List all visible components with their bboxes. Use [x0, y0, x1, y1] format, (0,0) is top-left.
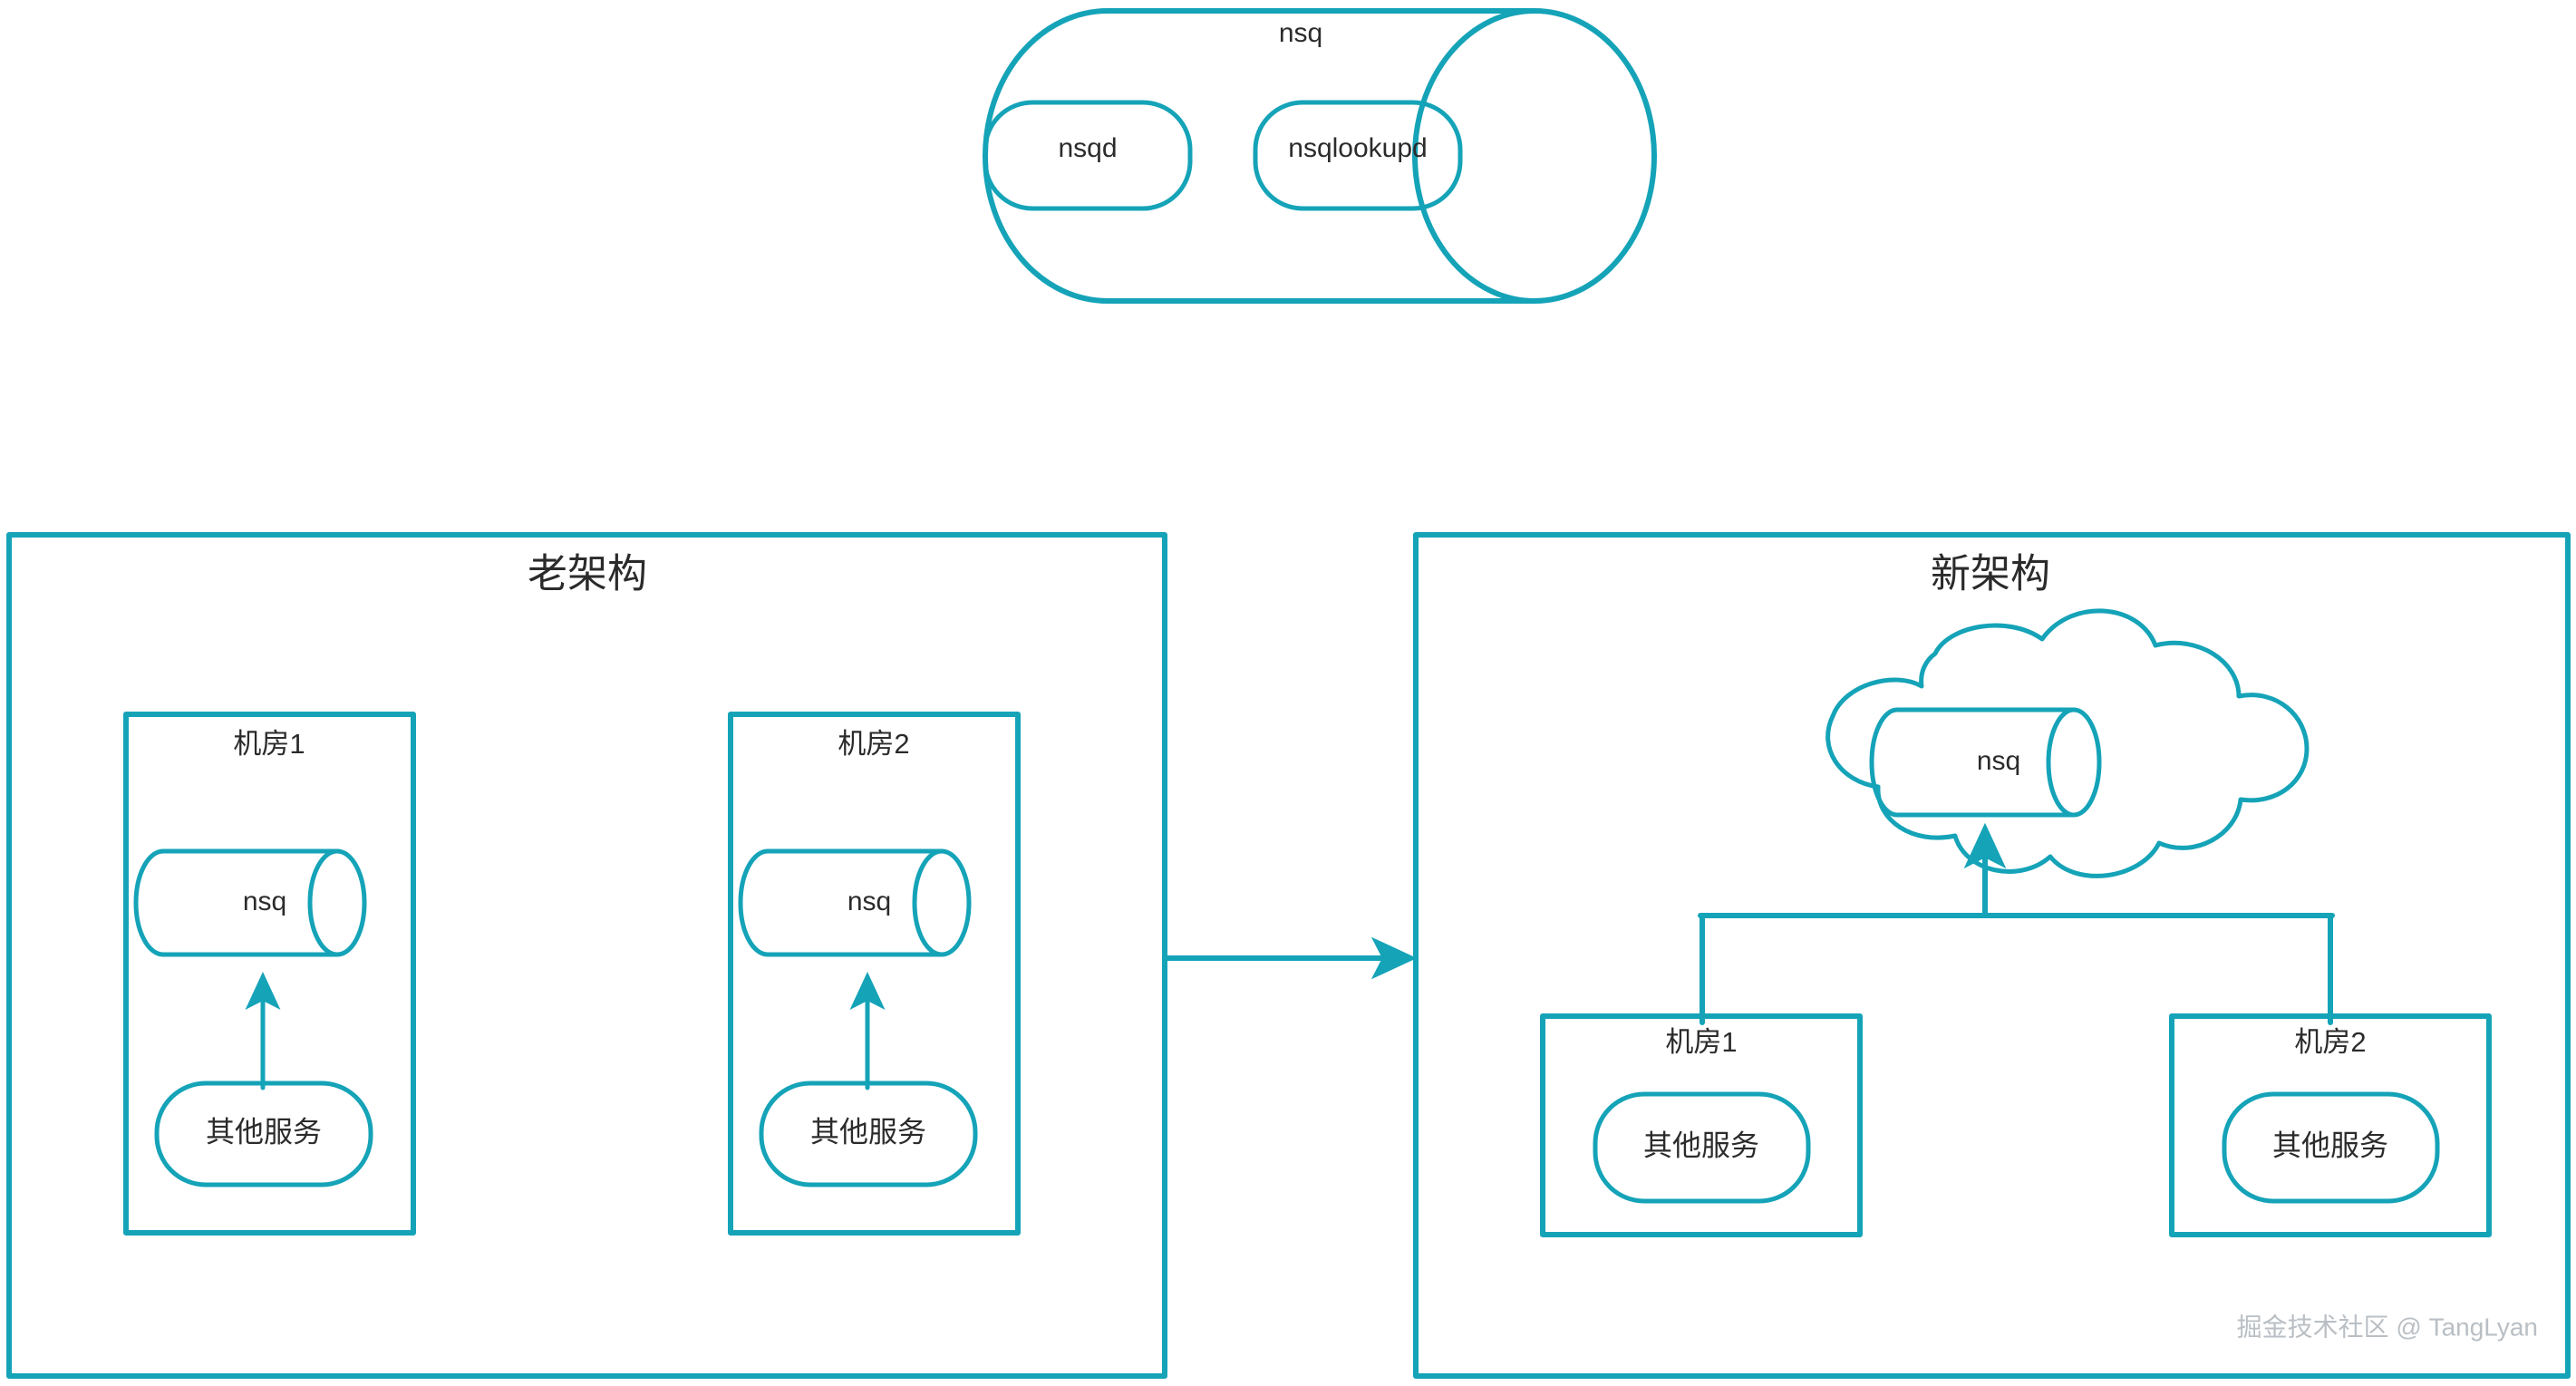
node-nsqd[interactable] [983, 100, 1193, 211]
new-cloud-nsq-cylinder[interactable] [1869, 707, 2102, 818]
node-nsqlookupd-label: nsqlookupd [1288, 133, 1427, 163]
watermark: 掘金技术社区 @ TangLyan [2237, 1313, 2538, 1341]
node-nsqlookupd[interactable] [1253, 100, 1463, 211]
new-room-2-service-label: 其他服务 [2272, 1129, 2388, 1161]
node-nsqd-label: nsqd [1058, 133, 1117, 163]
old-room-2-label: 机房2 [838, 728, 909, 760]
old-room-1-nsq-label: nsq [243, 887, 286, 916]
top-cluster-title: nsq [1279, 18, 1322, 48]
panel-new-architecture[interactable] [1413, 532, 2571, 1379]
old-room-1-nsq-cylinder[interactable] [133, 848, 367, 957]
old-room-1-service-label: 其他服务 [206, 1115, 322, 1148]
panel-old-title: 老架构 [528, 552, 647, 596]
old-room-2-nsq-cylinder[interactable] [738, 848, 972, 957]
old-room-2-service[interactable] [759, 1081, 978, 1187]
new-room-2-label: 机房2 [2294, 1026, 2366, 1058]
new-room-2-service[interactable] [2222, 1091, 2440, 1204]
old-room-2-box[interactable] [728, 712, 1021, 1236]
panel-new-title: 新架构 [1931, 552, 2050, 596]
new-room-1-label: 机房1 [1665, 1026, 1737, 1058]
new-room-1-service-label: 其他服务 [1643, 1129, 1759, 1161]
new-room-1-box[interactable] [1540, 1013, 1863, 1237]
panel-old-architecture[interactable] [6, 532, 1167, 1379]
old-room-2-service-label: 其他服务 [810, 1115, 926, 1148]
old-room-1-service[interactable] [154, 1081, 373, 1187]
new-cloud-nsq-label: nsq [1977, 746, 2020, 776]
new-room-1-service[interactable] [1593, 1091, 1811, 1204]
new-cloud-shape[interactable] [1825, 608, 2310, 878]
old-room-2-nsq-label: nsq [847, 887, 891, 916]
old-room-1-label: 机房1 [233, 728, 305, 760]
new-room-2-box[interactable] [2169, 1013, 2492, 1237]
old-room-1-box[interactable] [123, 712, 416, 1236]
